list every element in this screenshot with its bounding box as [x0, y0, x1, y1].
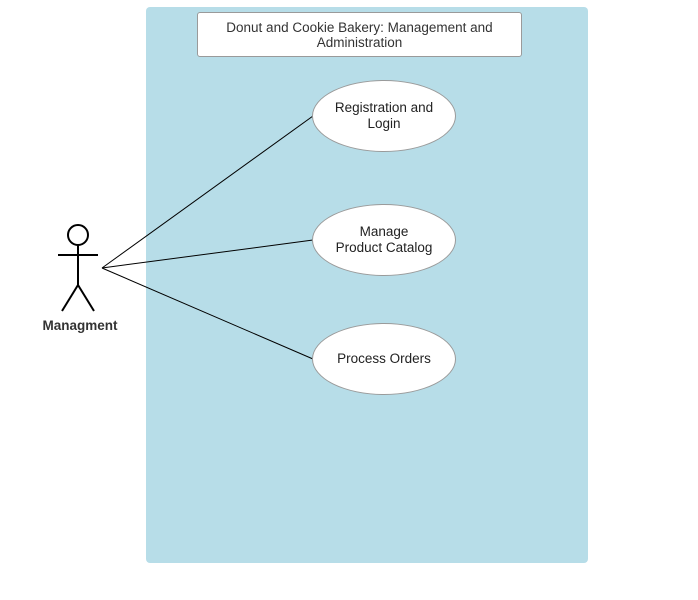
association-line-catalog: [101, 239, 314, 269]
use-case-manage-product-catalog[interactable]: Manage Product Catalog: [312, 204, 456, 276]
stick-figure-actor-icon: [58, 224, 98, 312]
association-line-registration: [101, 115, 314, 269]
association-line-orders: [101, 267, 314, 360]
use-case-label: Registration and Login: [334, 100, 434, 131]
system-title: Donut and Cookie Bakery: Management and …: [226, 19, 493, 50]
system-title-box: Donut and Cookie Bakery: Management and …: [197, 12, 522, 57]
use-case-registration-login[interactable]: Registration and Login: [312, 80, 456, 152]
actor-name: Managment: [42, 318, 118, 333]
use-case-label: Process Orders: [337, 351, 431, 366]
use-case-process-orders[interactable]: Process Orders: [312, 323, 456, 395]
use-case-label: Manage Product Catalog: [335, 224, 433, 255]
